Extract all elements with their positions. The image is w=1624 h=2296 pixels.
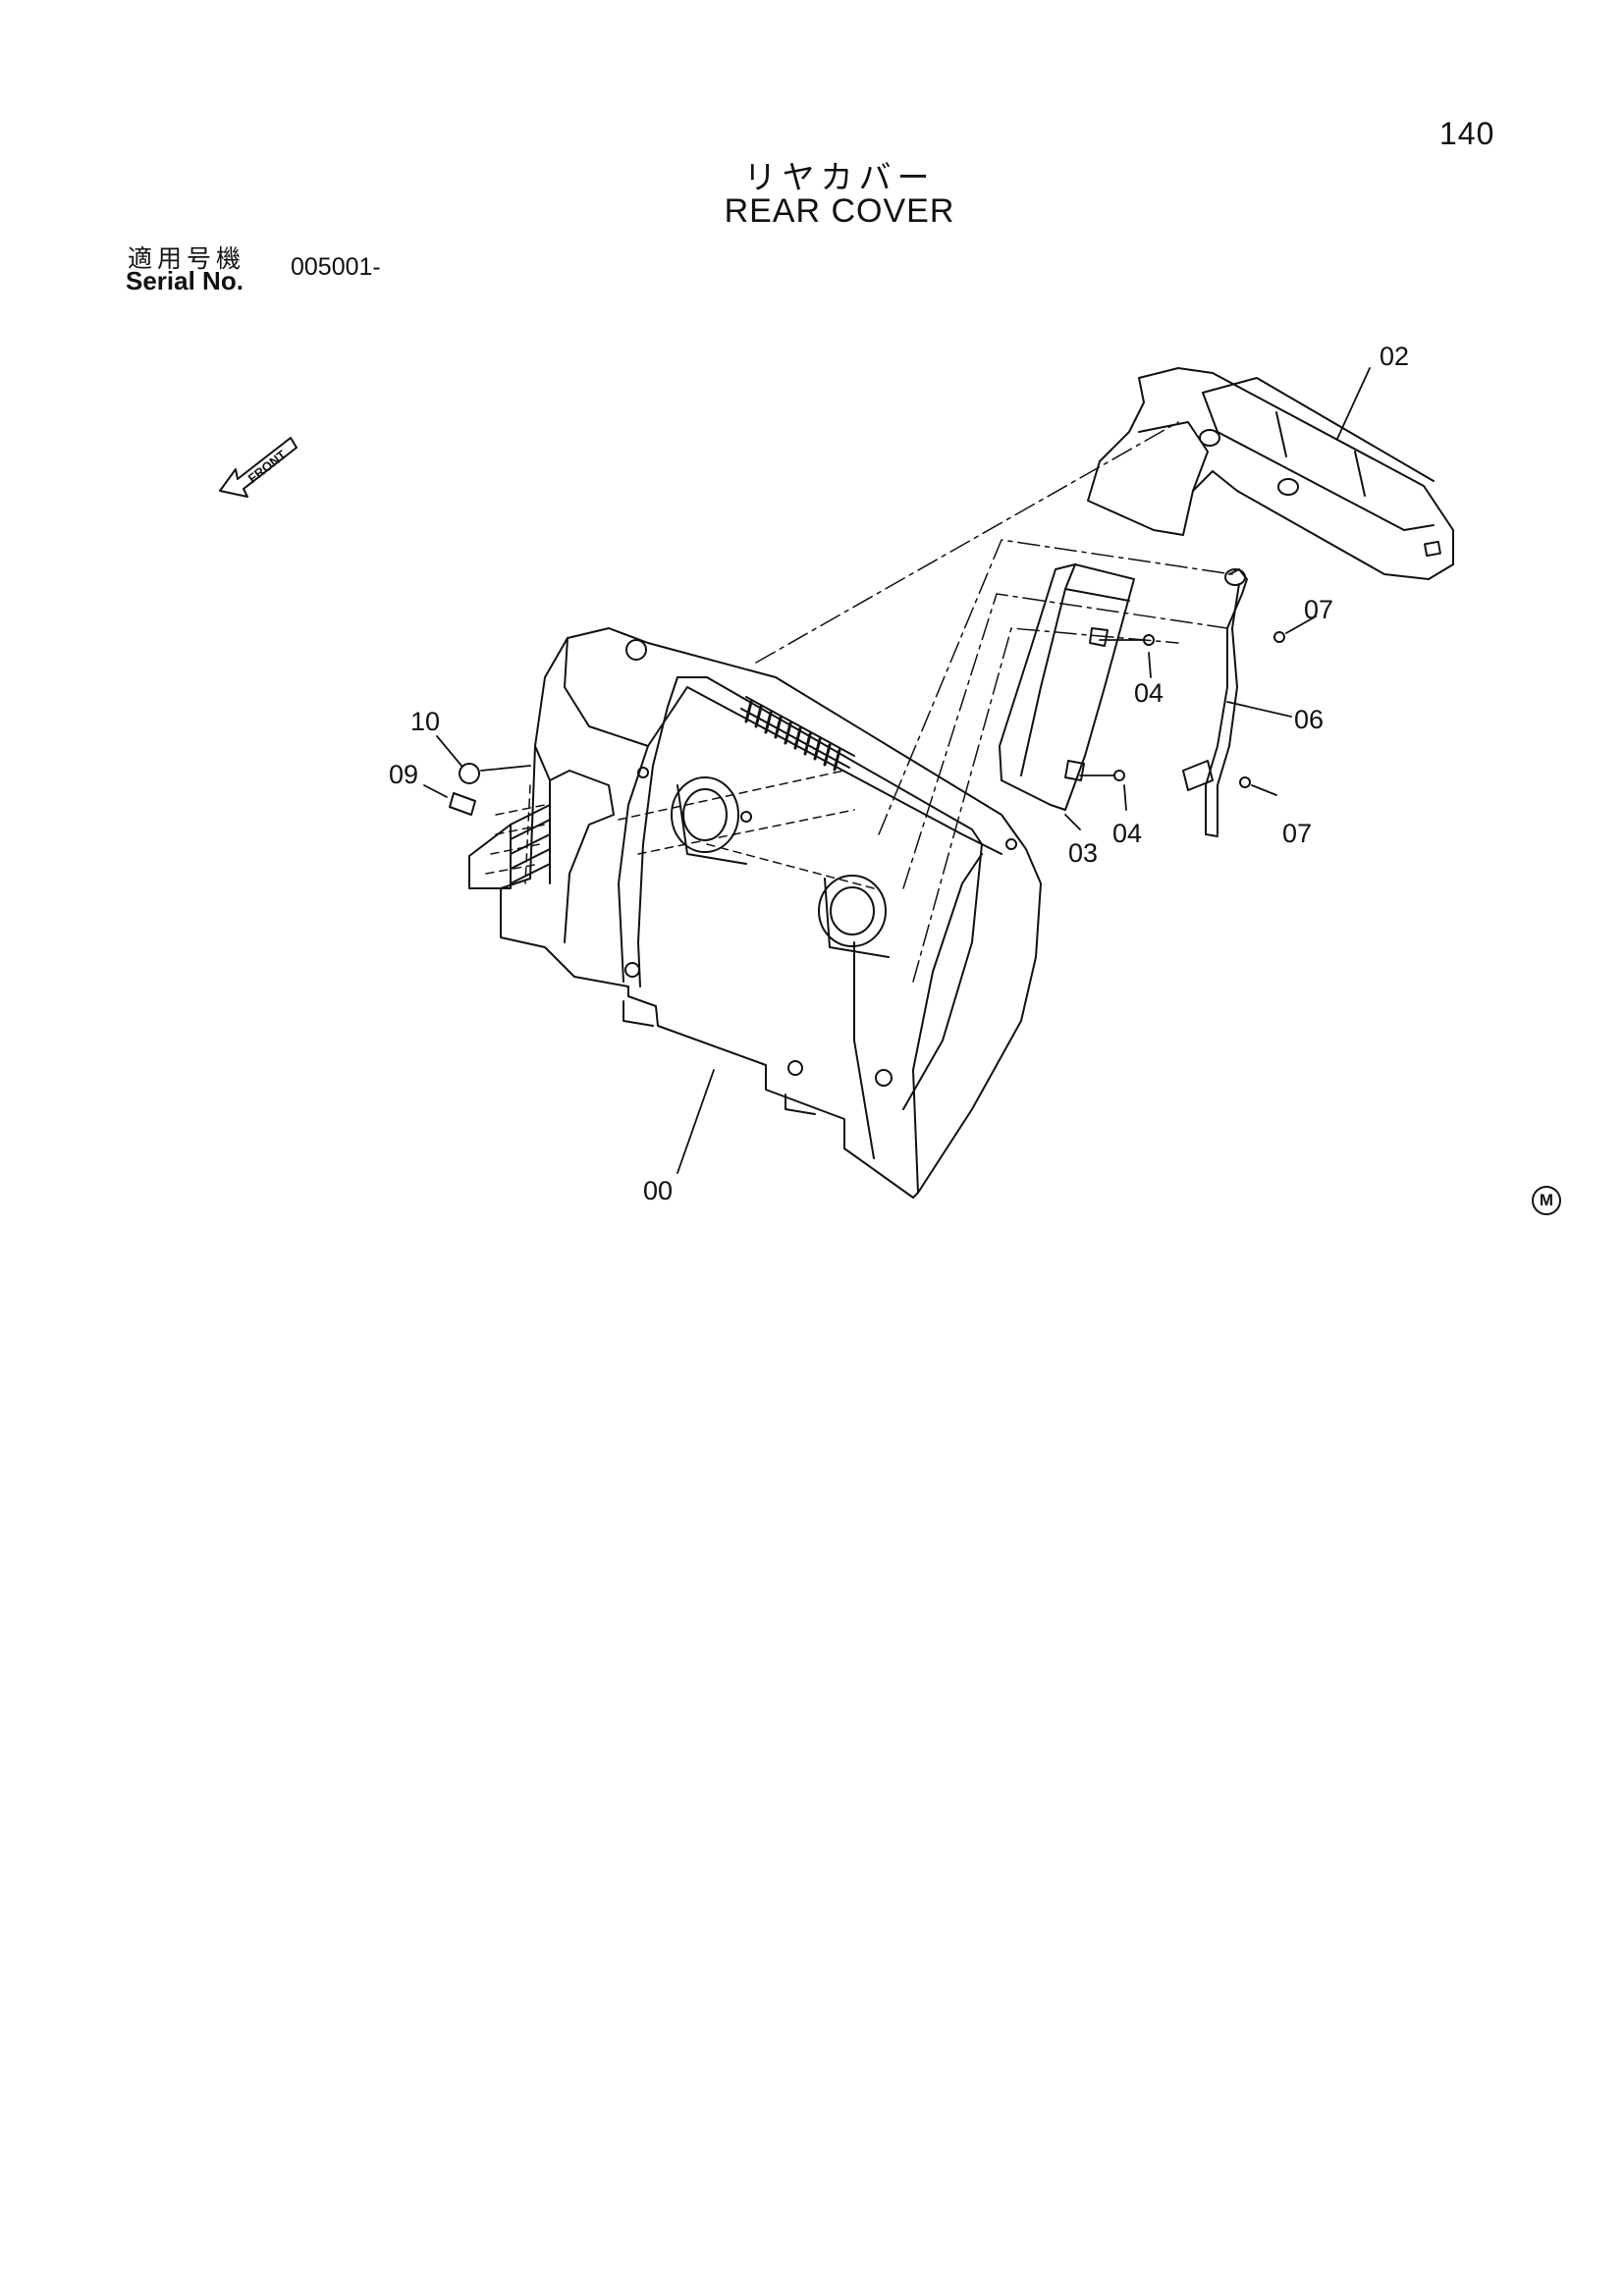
cap-icon: [459, 763, 480, 784]
rear-cover-main-drawing: [468, 627, 1042, 1199]
m-mark-icon: M: [1532, 1186, 1561, 1215]
part-label-04-lower: 04: [1112, 819, 1142, 848]
part-label-00: 00: [643, 1176, 673, 1205]
page-title: REAR COVER: [724, 192, 955, 230]
part-label-09: 09: [389, 760, 418, 789]
side-duct-drawing: [999, 563, 1135, 811]
plug-icon: [449, 792, 476, 816]
part-label-02: 02: [1380, 342, 1409, 371]
part-label-04-upper: 04: [1134, 678, 1164, 708]
serial-label-japanese: 適用号機: [128, 244, 246, 273]
front-arrow-label: FRONT: [245, 448, 290, 486]
part-label-06: 06: [1294, 705, 1324, 734]
part-label-10: 10: [410, 707, 440, 736]
upper-cover-drawing: [1087, 367, 1454, 580]
part-label-07-upper: 07: [1304, 595, 1333, 624]
page-title-japanese: リヤカバー: [743, 158, 936, 196]
hidden-lines: [485, 770, 875, 889]
serial-label: Serial No.: [126, 266, 244, 295]
serial-value: 005001-: [291, 253, 381, 281]
page-number: 140: [1439, 116, 1495, 151]
front-arrow-icon: FRONT: [219, 437, 298, 498]
part-label-07-lower: 07: [1282, 819, 1312, 848]
leader-lines: [423, 367, 1371, 1174]
pipe-drawing: [1182, 568, 1248, 837]
part-label-03: 03: [1068, 838, 1098, 868]
assembly-guide-lines: [755, 421, 1233, 983]
